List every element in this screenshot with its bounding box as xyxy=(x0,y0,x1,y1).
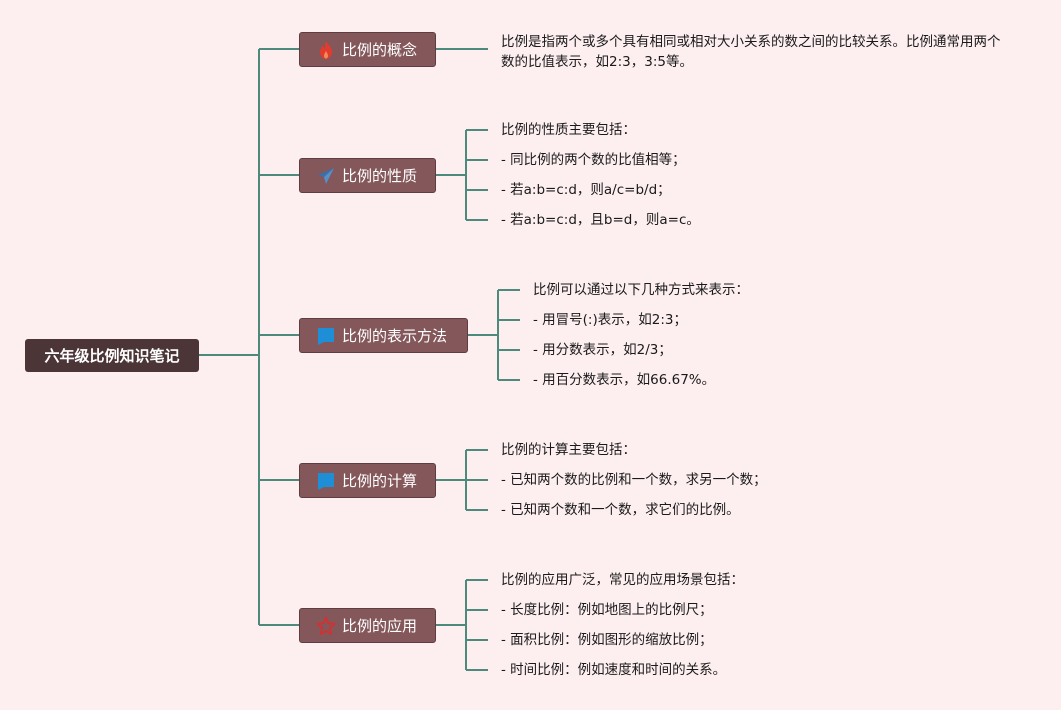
paper-plane-icon xyxy=(316,166,336,186)
leaf-application-1: - 长度比例：例如地图上的比例尺； xyxy=(501,602,713,618)
root-node[interactable]: 六年级比例知识笔记 xyxy=(25,339,199,372)
flag-icon xyxy=(316,471,336,491)
flag-icon xyxy=(316,326,336,346)
leaf-representation-1: - 用冒号(:)表示，如2:3； xyxy=(533,312,687,328)
leaf-properties-1: - 同比例的两个数的比值相等； xyxy=(501,152,686,168)
leaf-concept-text: 比例是指两个或多个具有相同或相对大小关系的数之间的比较关系。比例通常用两个数的比… xyxy=(501,34,1001,70)
leaf-application-2: - 面积比例：例如图形的缩放比例； xyxy=(501,632,713,648)
leaf-properties-0: 比例的性质主要包括： xyxy=(501,122,636,138)
branch-application-label: 比例的应用 xyxy=(342,617,418,635)
leaf-properties-3: - 若a:b=c:d，且b=d，则a=c。 xyxy=(501,212,700,228)
branch-concept-label: 比例的概念 xyxy=(342,41,418,59)
leaf-representation-3: - 用百分数表示，如66.67%。 xyxy=(533,372,716,388)
branch-calculation[interactable]: 比例的计算 xyxy=(299,463,436,498)
leaf-representation-2: - 用分数表示，如2/3； xyxy=(533,342,672,358)
root-title: 六年级比例知识笔记 xyxy=(44,347,180,365)
branch-representation-label: 比例的表示方法 xyxy=(342,327,448,345)
star-icon xyxy=(316,616,336,636)
leaf-representation-0: 比例可以通过以下几种方式来表示： xyxy=(533,282,749,298)
leaf-application-0: 比例的应用广泛，常见的应用场景包括： xyxy=(501,572,744,588)
leaf-properties-2: - 若a:b=c:d，则a/c=b/d； xyxy=(501,182,671,198)
leaf-calculation-0: 比例的计算主要包括： xyxy=(501,442,636,458)
branch-properties[interactable]: 比例的性质 xyxy=(299,158,436,193)
branch-calculation-label: 比例的计算 xyxy=(342,472,418,490)
leaf-calculation-2: - 已知两个数和一个数，求它们的比例。 xyxy=(501,502,740,518)
branch-properties-label: 比例的性质 xyxy=(342,167,418,185)
branch-concept[interactable]: 比例的概念 xyxy=(299,32,436,67)
branch-representation[interactable]: 比例的表示方法 xyxy=(299,318,468,353)
leaf-application-3: - 时间比例：例如速度和时间的关系。 xyxy=(501,662,727,678)
fire-icon xyxy=(316,40,336,60)
leaf-calculation-1: - 已知两个数的比例和一个数，求另一个数； xyxy=(501,472,767,488)
branch-application[interactable]: 比例的应用 xyxy=(299,608,436,643)
